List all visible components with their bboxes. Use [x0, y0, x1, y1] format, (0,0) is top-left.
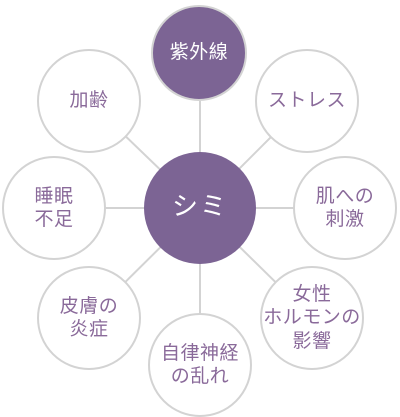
- cause-node-inflammation: 皮膚の 炎症: [37, 266, 141, 370]
- cause-label-sleep: 睡眠 不足: [34, 184, 74, 230]
- cause-node-hormones: 女性 ホルモンの 影響: [260, 266, 364, 370]
- cause-label-inflammation: 皮膚の 炎症: [59, 294, 119, 340]
- cause-label-stress: ストレス: [267, 89, 346, 112]
- center-label: シミ: [171, 192, 228, 223]
- cause-node-stress: ストレス: [255, 49, 359, 153]
- cause-label-autonomic: 自律神経 の乱れ: [160, 341, 239, 387]
- cause-node-aging: 加齢: [37, 49, 141, 153]
- center-node: シミ: [144, 152, 256, 264]
- cause-label-uv: 紫外線: [169, 41, 229, 64]
- cause-node-skin-irritation: 肌への 刺激: [293, 156, 397, 260]
- cause-node-uv: 紫外線: [151, 5, 247, 101]
- cause-label-aging: 加齢: [69, 89, 109, 112]
- cause-label-hormones: 女性 ホルモンの 影響: [263, 283, 361, 352]
- cause-label-skin-irritation: 肌への 刺激: [315, 184, 375, 230]
- cause-node-autonomic: 自律神経 の乱れ: [148, 313, 252, 417]
- cause-node-sleep: 睡眠 不足: [2, 156, 106, 260]
